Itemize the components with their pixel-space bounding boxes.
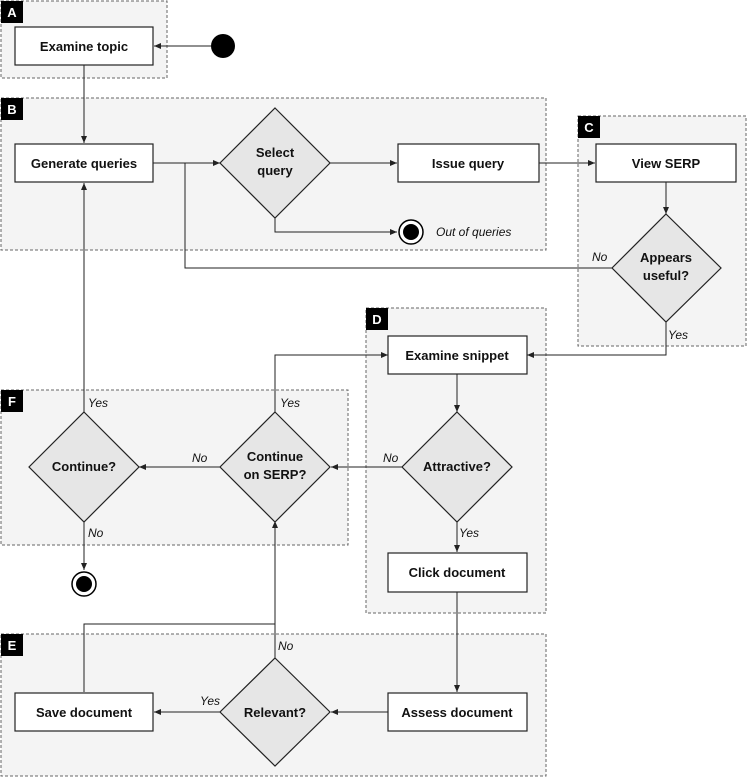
region-f-tag: F [8,394,16,409]
node-select-query-line2: query [257,163,293,178]
label-appears-useful-yes: Yes [668,328,688,342]
label-attractive-no: No [383,451,399,465]
node-examine-snippet-label: Examine snippet [405,348,509,363]
node-issue-query: Issue query [397,143,540,183]
start-node [211,34,235,58]
end-node-final [71,571,97,597]
label-continue-serp-yes: Yes [280,396,300,410]
node-appears-useful-line2: useful? [643,268,689,283]
region-d-tag: D [372,312,381,327]
region-a-tag: A [7,5,17,20]
node-issue-query-label: Issue query [432,156,505,171]
node-examine-snippet: Examine snippet [387,335,528,375]
node-save-document-label: Save document [36,705,133,720]
node-appears-useful-line1: Appears [640,250,692,265]
node-continue-on-serp: Continue on SERP? [219,411,331,523]
node-relevant: Relevant? [219,657,331,767]
node-attractive: Attractive? [401,411,513,523]
edges [81,43,669,715]
edge-appears-yes-to-snippet [527,321,667,358]
label-continue-yes: Yes [88,396,108,410]
end-node-out-of-queries [398,219,424,245]
node-view-serp-label: View SERP [632,156,701,171]
label-continue-no: No [88,526,104,540]
node-save-document: Save document [14,692,154,732]
edge-appears-no-to-generate [184,163,612,269]
node-view-serp: View SERP [595,143,737,183]
label-relevant-no: No [278,639,294,653]
node-click-document: Click document [387,552,528,593]
node-continue-on-serp-line2: on SERP? [244,467,307,482]
node-continue: Continue? [28,411,140,523]
node-continue-label: Continue? [52,459,116,474]
label-out-of-queries: Out of queries [436,225,511,239]
node-relevant-label: Relevant? [244,705,306,720]
label-relevant-yes: Yes [200,694,220,708]
node-attractive-label: Attractive? [423,459,491,474]
node-generate-queries: Generate queries [14,143,154,183]
node-continue-on-serp-line1: Continue [247,449,303,464]
node-select-query: Select query [219,107,331,219]
region-c-tag: C [584,120,594,135]
edge-continue-serp-yes-to-snippet [274,352,388,412]
region-b-tag: B [7,102,16,117]
node-examine-topic: Examine topic [14,26,154,66]
edge-save-to-continue-serp [83,623,275,692]
node-assess-document: Assess document [387,692,528,732]
label-continue-serp-no: No [192,451,208,465]
node-select-query-line1: Select [256,145,295,160]
label-attractive-yes: Yes [459,526,479,540]
node-examine-topic-label: Examine topic [40,39,128,54]
region-e-tag: E [8,638,17,653]
node-generate-queries-label: Generate queries [31,156,137,171]
node-assess-document-label: Assess document [401,705,513,720]
edge-select-to-end [274,217,397,235]
label-appears-useful-no: No [592,250,608,264]
node-appears-useful: Appears useful? [611,213,722,323]
node-click-document-label: Click document [409,565,506,580]
